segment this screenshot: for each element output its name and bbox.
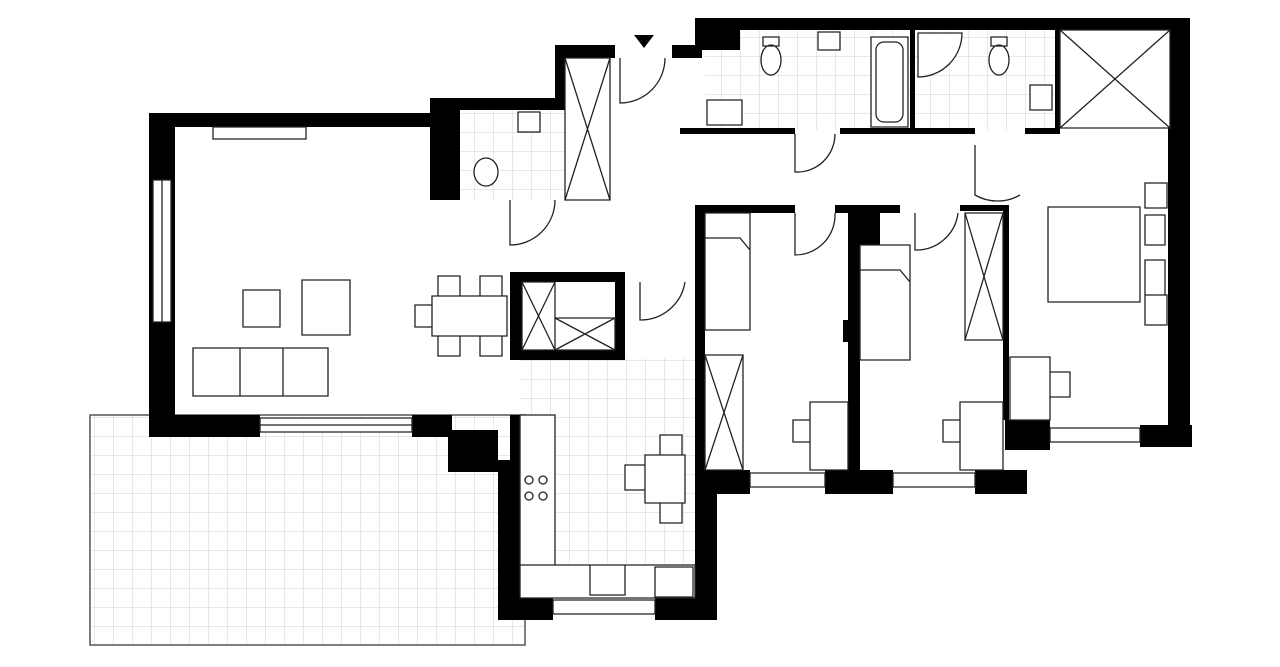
windows	[152, 179, 1141, 615]
door-swings	[509, 57, 1021, 321]
entrance-arrow-icon	[634, 35, 654, 48]
furniture-details	[239, 29, 1171, 501]
wc-floor	[460, 110, 565, 200]
